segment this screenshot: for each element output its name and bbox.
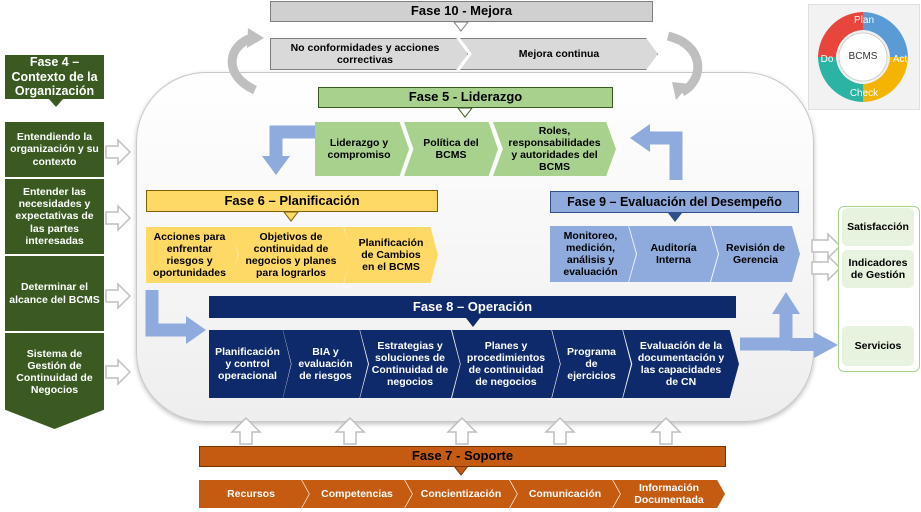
pdca-center-label: BCMS — [848, 51, 878, 63]
phase6-item-risks: Acciones para enfrentar riesgos y oportu… — [146, 227, 238, 283]
output-indicators: Indicadores de Gestión — [842, 250, 914, 288]
phase6-item-objectives: Objetivos de continuidad de negocios y p… — [230, 227, 352, 283]
phase7-item-resources: Recursos — [199, 480, 309, 508]
output-satisfaction: Satisfacción — [842, 208, 914, 246]
phase8-item-strategies: Estrategias y soluciones de Continuidad … — [360, 330, 460, 398]
phase10-header: Fase 10 - Mejora — [270, 1, 653, 22]
phase8-header: Fase 8 – Operación — [209, 296, 736, 318]
phase8-item-plans: Planes y procedimientos de continuidad d… — [452, 330, 560, 398]
pdca-do-label: Do — [820, 54, 834, 66]
phase6-item-changes: Planificación de Cambios en el BCMS — [344, 227, 438, 283]
phase9-item-monitoring: Monitoreo, medición, análisis y evaluaci… — [550, 226, 636, 282]
phase10-item-corrective-actions: No conformidades y acciones correctivas — [270, 38, 468, 70]
phase7-header: Fase 7 - Soporte — [199, 446, 726, 467]
phase4-item-scope: Determinar el alcance del BCMS — [5, 256, 104, 332]
output-services: Servicios — [842, 326, 914, 366]
phase9-item-audit: Auditoría Interna — [629, 226, 718, 282]
phase10-item-continuous-improvement: Mejora continua — [460, 38, 658, 70]
phase8-item-bia: BIA y evaluación de riesgos — [283, 330, 368, 398]
pdca-plan-label: Plan — [853, 15, 874, 27]
phase5-item-roles: Roles, responsabilidades y autoridades d… — [493, 122, 616, 176]
phase9-header: Fase 9 – Evaluación del Desempeño — [550, 191, 799, 213]
phase7-item-communication: Comunicación — [510, 480, 620, 508]
phase7-item-competencies: Competencias — [302, 480, 412, 508]
phase8-item-exercises: Programa de ejercicios — [552, 330, 631, 398]
phase6-header: Fase 6 – Planificación — [146, 190, 438, 212]
phase8-item-planning-control: Planificación y control operacional — [209, 330, 291, 398]
phase4-item-context: Entendiendo la organización y su context… — [5, 122, 104, 178]
pdca-act-label: Act — [892, 54, 908, 66]
pdca-check-label: Check — [849, 88, 879, 100]
phase7-item-documented-info: Información Documentada — [613, 480, 725, 508]
phase8-item-evaluation: Evaluación de la documentación y las cap… — [623, 330, 739, 398]
phase5-header: Fase 5 - Liderazgo — [318, 87, 613, 108]
phase4-header: Fase 4 – Contexto de la Organización — [5, 55, 104, 99]
phase7-item-awareness: Concientización — [405, 480, 517, 508]
phase4-item-management-system: Sistema de Gestión de Continuidad de Neg… — [5, 333, 104, 429]
phase5-item-leadership: Liderazgo y compromiso — [315, 122, 409, 176]
phase9-item-review: Revisión de Gerencia — [711, 226, 800, 282]
phase5-item-policy: Política del BCMS — [404, 122, 498, 176]
phase4-header-pointer — [48, 98, 64, 107]
phase4-item-stakeholders: Entender las necesidades y expectativas … — [5, 179, 104, 255]
